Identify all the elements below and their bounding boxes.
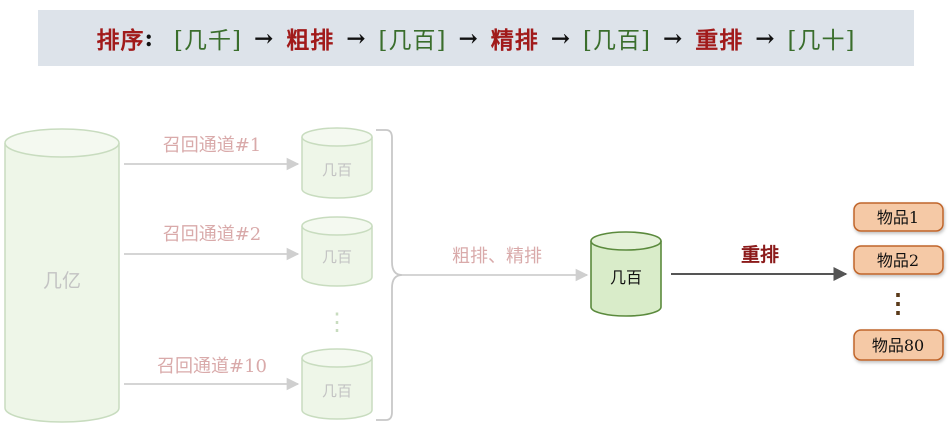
item-pill-80: 物品80 (853, 329, 944, 361)
banner-arrow-1: → (253, 24, 275, 52)
item-1-label: 物品1 (877, 208, 919, 227)
bucket-2-label: 几百 (322, 248, 352, 266)
banner-step-6: 重排 (695, 27, 744, 54)
banner-step-4: 精排 (490, 27, 539, 54)
item-ellipsis: ⋮ (885, 289, 911, 319)
banner-arrow-6: → (755, 24, 776, 52)
source-cylinder: 几亿 (4, 128, 120, 423)
banner-arrow-5: → (662, 24, 684, 52)
title-banner: 排序 : [几千] → 粗排 → [几百] → 精排 → [几百] → 重排 →… (38, 10, 914, 66)
source-label: 几亿 (43, 270, 81, 292)
middle-label: 几百 (610, 268, 642, 287)
banner-step-2: 粗排 (286, 27, 335, 54)
channel-1-label: 召回通道#1 (163, 135, 262, 156)
banner-step-3: [几百] (378, 28, 447, 54)
banner-step-5: [几百] (583, 28, 651, 54)
banner-arrow-4: → (550, 24, 572, 52)
rerank-label: 重排 (741, 243, 779, 266)
bucket-cylinder-10: 几百 (301, 348, 373, 420)
item-pill-2: 物品2 (853, 245, 944, 275)
bucket-cylinder-2: 几百 (301, 216, 373, 287)
banner-step-1: [几千] (174, 28, 242, 54)
bucket-1-label: 几百 (322, 161, 352, 179)
bucket-10-label: 几百 (322, 382, 352, 400)
merge-label: 粗排、精排 (452, 246, 542, 267)
channel-2-label: 召回通道#2 (163, 224, 262, 245)
item-80-label: 物品80 (872, 336, 924, 355)
item-2-label: 物品2 (877, 251, 919, 270)
banner-arrow-2: → (346, 24, 367, 52)
channel-10-label: 召回通道#10 (157, 356, 267, 377)
bucket-cylinder-1: 几百 (301, 127, 373, 199)
bucket-ellipsis: ⋮ (325, 308, 349, 336)
banner-step-7: [几十] (787, 28, 856, 54)
banner-colon: : (144, 24, 154, 52)
banner-label: 排序 (96, 27, 145, 54)
middle-cylinder: 几百 (590, 231, 662, 317)
banner-arrow-3: → (458, 24, 479, 52)
item-pill-1: 物品1 (853, 202, 944, 232)
merge-brace (376, 129, 403, 421)
